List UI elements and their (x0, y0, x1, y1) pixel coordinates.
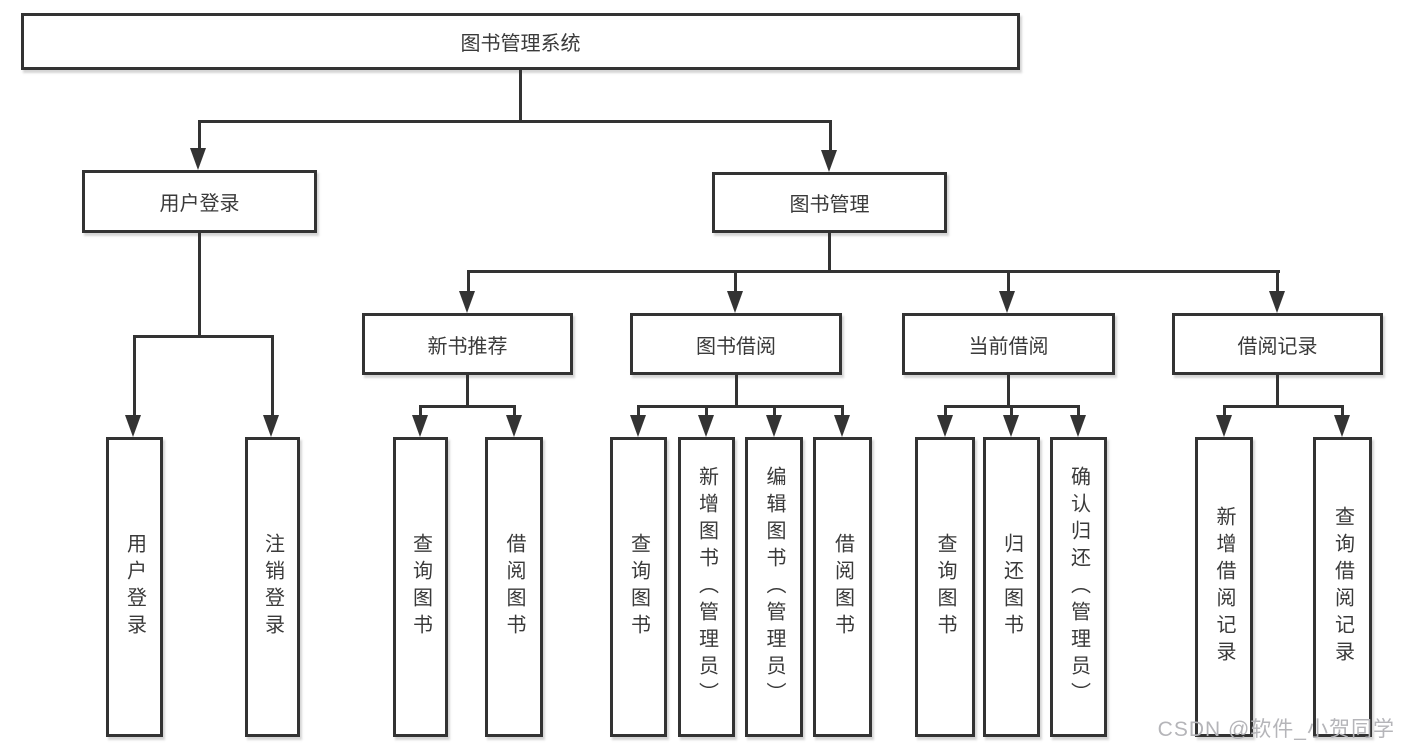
connector (467, 270, 1280, 273)
leaf-borrow-books: 借阅图书 (813, 437, 872, 737)
connector (133, 335, 274, 338)
leaf-query-books-recommend: 查询图书 (393, 437, 448, 737)
leaf-add-book-admin: 新增图书（管理员） (678, 437, 735, 737)
connector (467, 270, 470, 291)
connector (829, 120, 832, 150)
arrow-down-icon (412, 415, 428, 437)
arrow-down-icon (1269, 291, 1285, 313)
leaf-query-borrow-record: 查询借阅记录 (1313, 437, 1372, 737)
arrow-down-icon (937, 415, 953, 437)
arrow-down-icon (1003, 415, 1019, 437)
leaf-logout: 注销登录 (245, 437, 300, 737)
connector (419, 405, 422, 417)
arrow-down-icon (766, 415, 782, 437)
connector (1007, 270, 1010, 291)
arrow-down-icon (459, 291, 475, 313)
connector (828, 233, 831, 270)
connector (133, 335, 136, 415)
leaf-add-borrow-record: 新增借阅记录 (1195, 437, 1253, 737)
arrow-down-icon (727, 291, 743, 313)
arrow-down-icon (1070, 415, 1086, 437)
arrow-down-icon (821, 150, 837, 172)
leaf-borrow-books-recommend: 借阅图书 (485, 437, 543, 737)
connector (735, 375, 738, 405)
connector (198, 120, 831, 123)
node-new-book-recommend: 新书推荐 (362, 313, 573, 375)
arrow-down-icon (263, 415, 279, 437)
connector (198, 120, 201, 148)
connector (271, 335, 274, 415)
connector (637, 405, 640, 417)
node-current-borrow: 当前借阅 (902, 313, 1115, 375)
watermark: CSDN @软件_小贺同学 (1157, 718, 1395, 741)
connector (841, 405, 844, 417)
connector (1010, 405, 1013, 417)
connector (1341, 405, 1344, 417)
arrow-down-icon (125, 415, 141, 437)
arrow-down-icon (190, 148, 206, 170)
connector (705, 405, 708, 417)
connector (1223, 405, 1344, 408)
arrow-down-icon (630, 415, 646, 437)
connector (637, 405, 844, 408)
connector (1276, 375, 1279, 405)
leaf-query-books-current: 查询图书 (915, 437, 975, 737)
node-borrow-records: 借阅记录 (1172, 313, 1383, 375)
connector (1276, 270, 1279, 291)
connector (419, 405, 516, 408)
connector (1223, 405, 1226, 417)
leaf-confirm-return-admin: 确认归还（管理员） (1050, 437, 1107, 737)
connector (1007, 375, 1010, 405)
connector (1077, 405, 1080, 417)
connector (773, 405, 776, 417)
arrow-down-icon (1216, 415, 1232, 437)
arrow-down-icon (999, 291, 1015, 313)
leaf-user-login: 用户登录 (106, 437, 163, 737)
arrow-down-icon (1334, 415, 1350, 437)
connector (519, 70, 522, 120)
leaf-query-books-borrow: 查询图书 (610, 437, 667, 737)
node-root: 图书管理系统 (21, 13, 1020, 70)
node-book-borrow: 图书借阅 (630, 313, 842, 375)
leaf-edit-book-admin: 编辑图书（管理员） (745, 437, 803, 737)
arrow-down-icon (834, 415, 850, 437)
connector (734, 270, 737, 291)
node-user-login: 用户登录 (82, 170, 317, 233)
arrow-down-icon (698, 415, 714, 437)
connector (944, 405, 947, 417)
leaf-return-book: 归还图书 (983, 437, 1040, 737)
node-book-management: 图书管理 (712, 172, 947, 233)
connector (466, 375, 469, 405)
arrow-down-icon (506, 415, 522, 437)
connector (513, 405, 516, 417)
connector (198, 233, 201, 335)
